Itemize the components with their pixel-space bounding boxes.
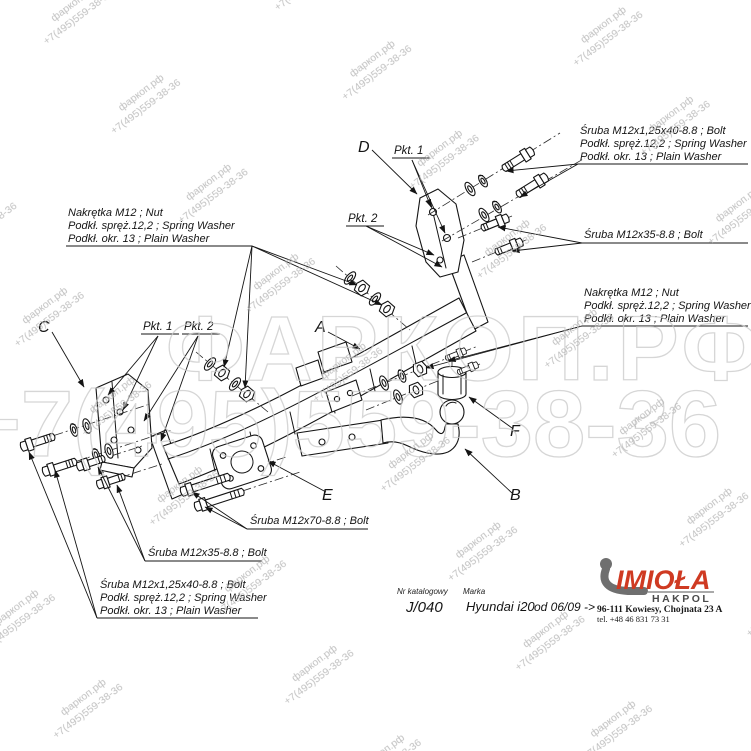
nut-m12 — [406, 380, 426, 400]
label-part-f: F — [510, 423, 521, 440]
callout-line: Śruba M12x35-8.8 ; Bolt — [148, 546, 268, 559]
bolt-m12x40 — [18, 429, 58, 454]
callout-line: Śruba M12x70-8.8 ; Bolt — [250, 514, 370, 527]
rear-bracket-d — [415, 188, 465, 278]
manufacturer-phone: tel. +48 46 831 73 31 — [597, 614, 670, 624]
brand-name: IMIOŁA — [616, 565, 711, 595]
label-pkt1-left: Pkt. 1 — [143, 321, 172, 333]
plain-washer — [391, 388, 405, 406]
label-pkt1-top: Pkt. 1 — [394, 145, 423, 157]
plain-washer — [462, 180, 478, 198]
callout-line: Nakrętka M12 ; Nut — [584, 287, 680, 299]
callout-line: Śruba M12x1,25x40-8.8 ; Bolt — [100, 578, 246, 591]
catalog-number-value: J/040 — [405, 599, 443, 616]
callout-line: Podkł. spręż.12,2 ; Spring Washer — [68, 220, 236, 232]
plain-washer — [80, 417, 94, 435]
label-part-b: B — [510, 487, 521, 504]
callout-line: Podkł. okr. 13 ; Plain Washer — [100, 605, 243, 617]
catalog-number-label: Nr katalogowy — [397, 587, 449, 596]
label-part-e: E — [322, 487, 333, 504]
callout-right-bolt-m35: Śruba M12x35-8.8 ; Bolt — [582, 228, 748, 244]
callout-top-right-bolt: Śruba M12x1,25x40-8.8 ; Bolt Podkł. sprę… — [578, 124, 748, 165]
callout-left-nut: Nakrętka M12 ; Nut Podkł. spręż.12,2 ; S… — [66, 207, 252, 247]
callout-line: Podkł. okr. 13 ; Plain Washer — [580, 151, 723, 163]
callout-line: Śruba M12x35-8.8 ; Bolt — [584, 228, 704, 241]
callout-line: Nakrętka M12 ; Nut — [68, 207, 164, 219]
plain-washer — [201, 355, 219, 373]
nut-m12 — [351, 277, 373, 299]
vehicle-model: Hyundai i20 — [466, 599, 535, 614]
callout-line: Podkł. okr. 13 ; Plain Washer — [68, 233, 211, 245]
tow-ball — [439, 399, 465, 425]
production-date-range: od 06/09 -> — [534, 600, 595, 614]
spring-washer — [476, 173, 490, 189]
manufacturer-block: IMIOŁA HAKPOL 96-111 Kowiesy, Chojnata 2… — [597, 558, 722, 624]
spring-washer — [68, 422, 80, 438]
label-part-a: A — [314, 319, 326, 336]
callout-right-nut: Nakrętka M12 ; Nut Podkł. spręż.12,2 ; S… — [582, 287, 751, 327]
bolt-m12x40 — [513, 170, 552, 202]
plain-washer — [476, 206, 492, 224]
nut-m12 — [236, 383, 258, 405]
imiola-logo: IMIOŁA HAKPOL — [600, 558, 714, 605]
callout-line: Śruba M12x1,25x40-8.8 ; Bolt — [580, 124, 726, 137]
plain-washer — [226, 375, 244, 393]
sub-brand-name: HAKPOL — [652, 593, 711, 605]
label-part-d: D — [358, 139, 370, 156]
callout-line: Podkł. okr. 13 ; Plain Washer — [584, 313, 727, 325]
callout-bottom-bolt-m35: Śruba M12x35-8.8 ; Bolt — [145, 546, 268, 562]
plain-washer — [341, 269, 359, 287]
brand-label: Marka — [463, 587, 486, 596]
bolt-m12x35 — [94, 470, 128, 492]
bolt-m12x40 — [40, 454, 80, 479]
label-pkt2-left: Pkt. 2 — [184, 321, 214, 333]
callout-line: Podkł. spręż.12,2 ; Spring Washer — [100, 592, 268, 604]
label-part-c: C — [38, 319, 50, 336]
callout-line: Podkł. spręż.12,2 ; Spring Washer — [580, 138, 748, 150]
callout-line: Podkł. spręż.12,2 ; Spring Washer — [584, 300, 751, 312]
bolt-m12x35 — [492, 235, 526, 259]
label-pkt2-top: Pkt. 2 — [348, 213, 378, 225]
footer-info: Nr katalogowy J/040 Marka Hyundai i20 od… — [397, 587, 595, 616]
callout-bottom-bolt-m70: Śruba M12x70-8.8 ; Bolt — [247, 514, 370, 530]
callout-bottom-left-bolt: Śruba M12x1,25x40-8.8 ; Bolt Podkł. sprę… — [97, 578, 268, 619]
